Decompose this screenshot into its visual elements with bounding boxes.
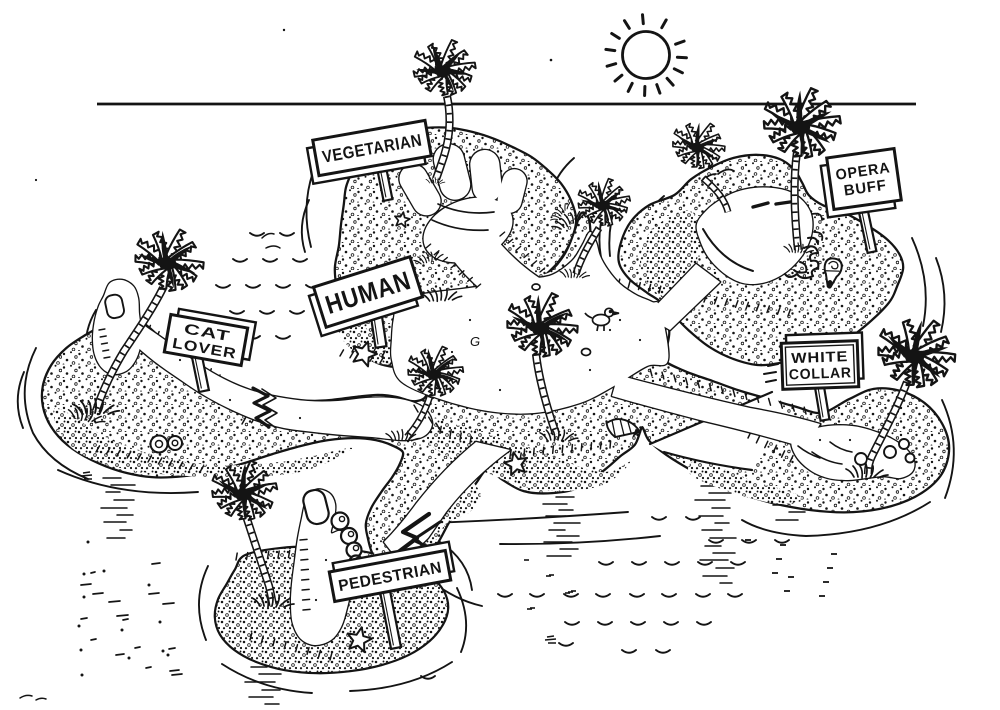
svg-text:WHITE: WHITE [791, 349, 849, 367]
svg-text:BUFF: BUFF [843, 177, 888, 200]
svg-text:G: G [470, 334, 480, 349]
svg-text:COLLAR: COLLAR [789, 365, 853, 383]
